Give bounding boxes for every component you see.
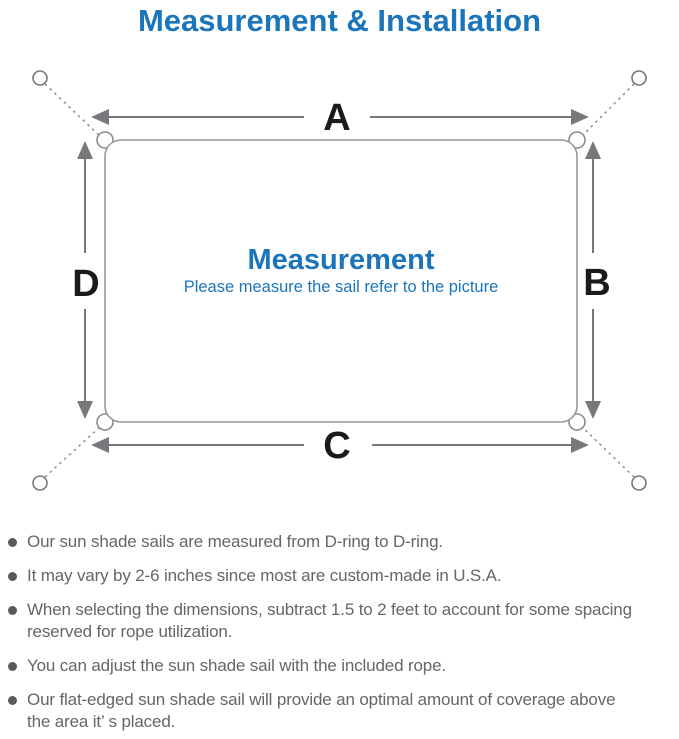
dimension-arrows <box>77 109 601 453</box>
rope-dashed-line <box>580 83 635 138</box>
anchor-points <box>32 70 647 491</box>
list-item: You can adjust the sun shade sail with t… <box>8 655 677 677</box>
dimension-label-a: A <box>323 97 350 139</box>
anchor-point <box>32 475 48 491</box>
bullet-icon <box>8 662 17 671</box>
shade-sail-outline <box>104 139 578 423</box>
anchor-point <box>631 475 647 491</box>
note-text: When selecting the dimensions, subtract … <box>27 600 632 641</box>
anchor-point <box>631 70 647 86</box>
note-text: You can adjust the sun shade sail with t… <box>27 656 446 675</box>
d-ring <box>96 413 114 431</box>
list-item: Our sun shade sails are measured from D-… <box>8 531 677 553</box>
list-item: Our flat-edged sun shade sail will provi… <box>8 689 677 733</box>
note-text: It may vary by 2-6 inches since most are… <box>27 566 502 585</box>
dimension-label-c: C <box>323 425 350 467</box>
bullet-icon <box>8 538 17 547</box>
bullet-icon <box>8 572 17 581</box>
diagram-center-subtitle: Please measure the sail refer to the pic… <box>184 278 499 296</box>
diagram-center-title: Measurement <box>248 244 435 276</box>
rope-dashed-line <box>580 425 635 478</box>
bullet-icon <box>8 696 17 705</box>
bullet-icon <box>8 606 17 615</box>
d-ring <box>568 131 586 149</box>
rope-dashed-line <box>44 425 102 478</box>
notes-list: Our sun shade sails are measured from D-… <box>8 527 677 739</box>
dimension-label-d: D <box>72 263 99 305</box>
list-item: It may vary by 2-6 inches since most are… <box>8 565 677 587</box>
note-text: Our sun shade sails are measured from D-… <box>27 532 443 551</box>
page-title: Measurement & Installation <box>137 3 542 38</box>
d-ring <box>96 131 114 149</box>
anchor-point <box>32 70 48 86</box>
rope-dashed-line <box>44 83 102 138</box>
note-text: Our flat-edged sun shade sail will provi… <box>27 690 616 731</box>
measurement-diagram: A B C D Measurement Please measure the s… <box>32 70 647 491</box>
list-item: When selecting the dimensions, subtract … <box>8 599 677 643</box>
dimension-label-b: B <box>583 262 610 304</box>
d-rings <box>96 131 586 431</box>
d-ring <box>568 413 586 431</box>
